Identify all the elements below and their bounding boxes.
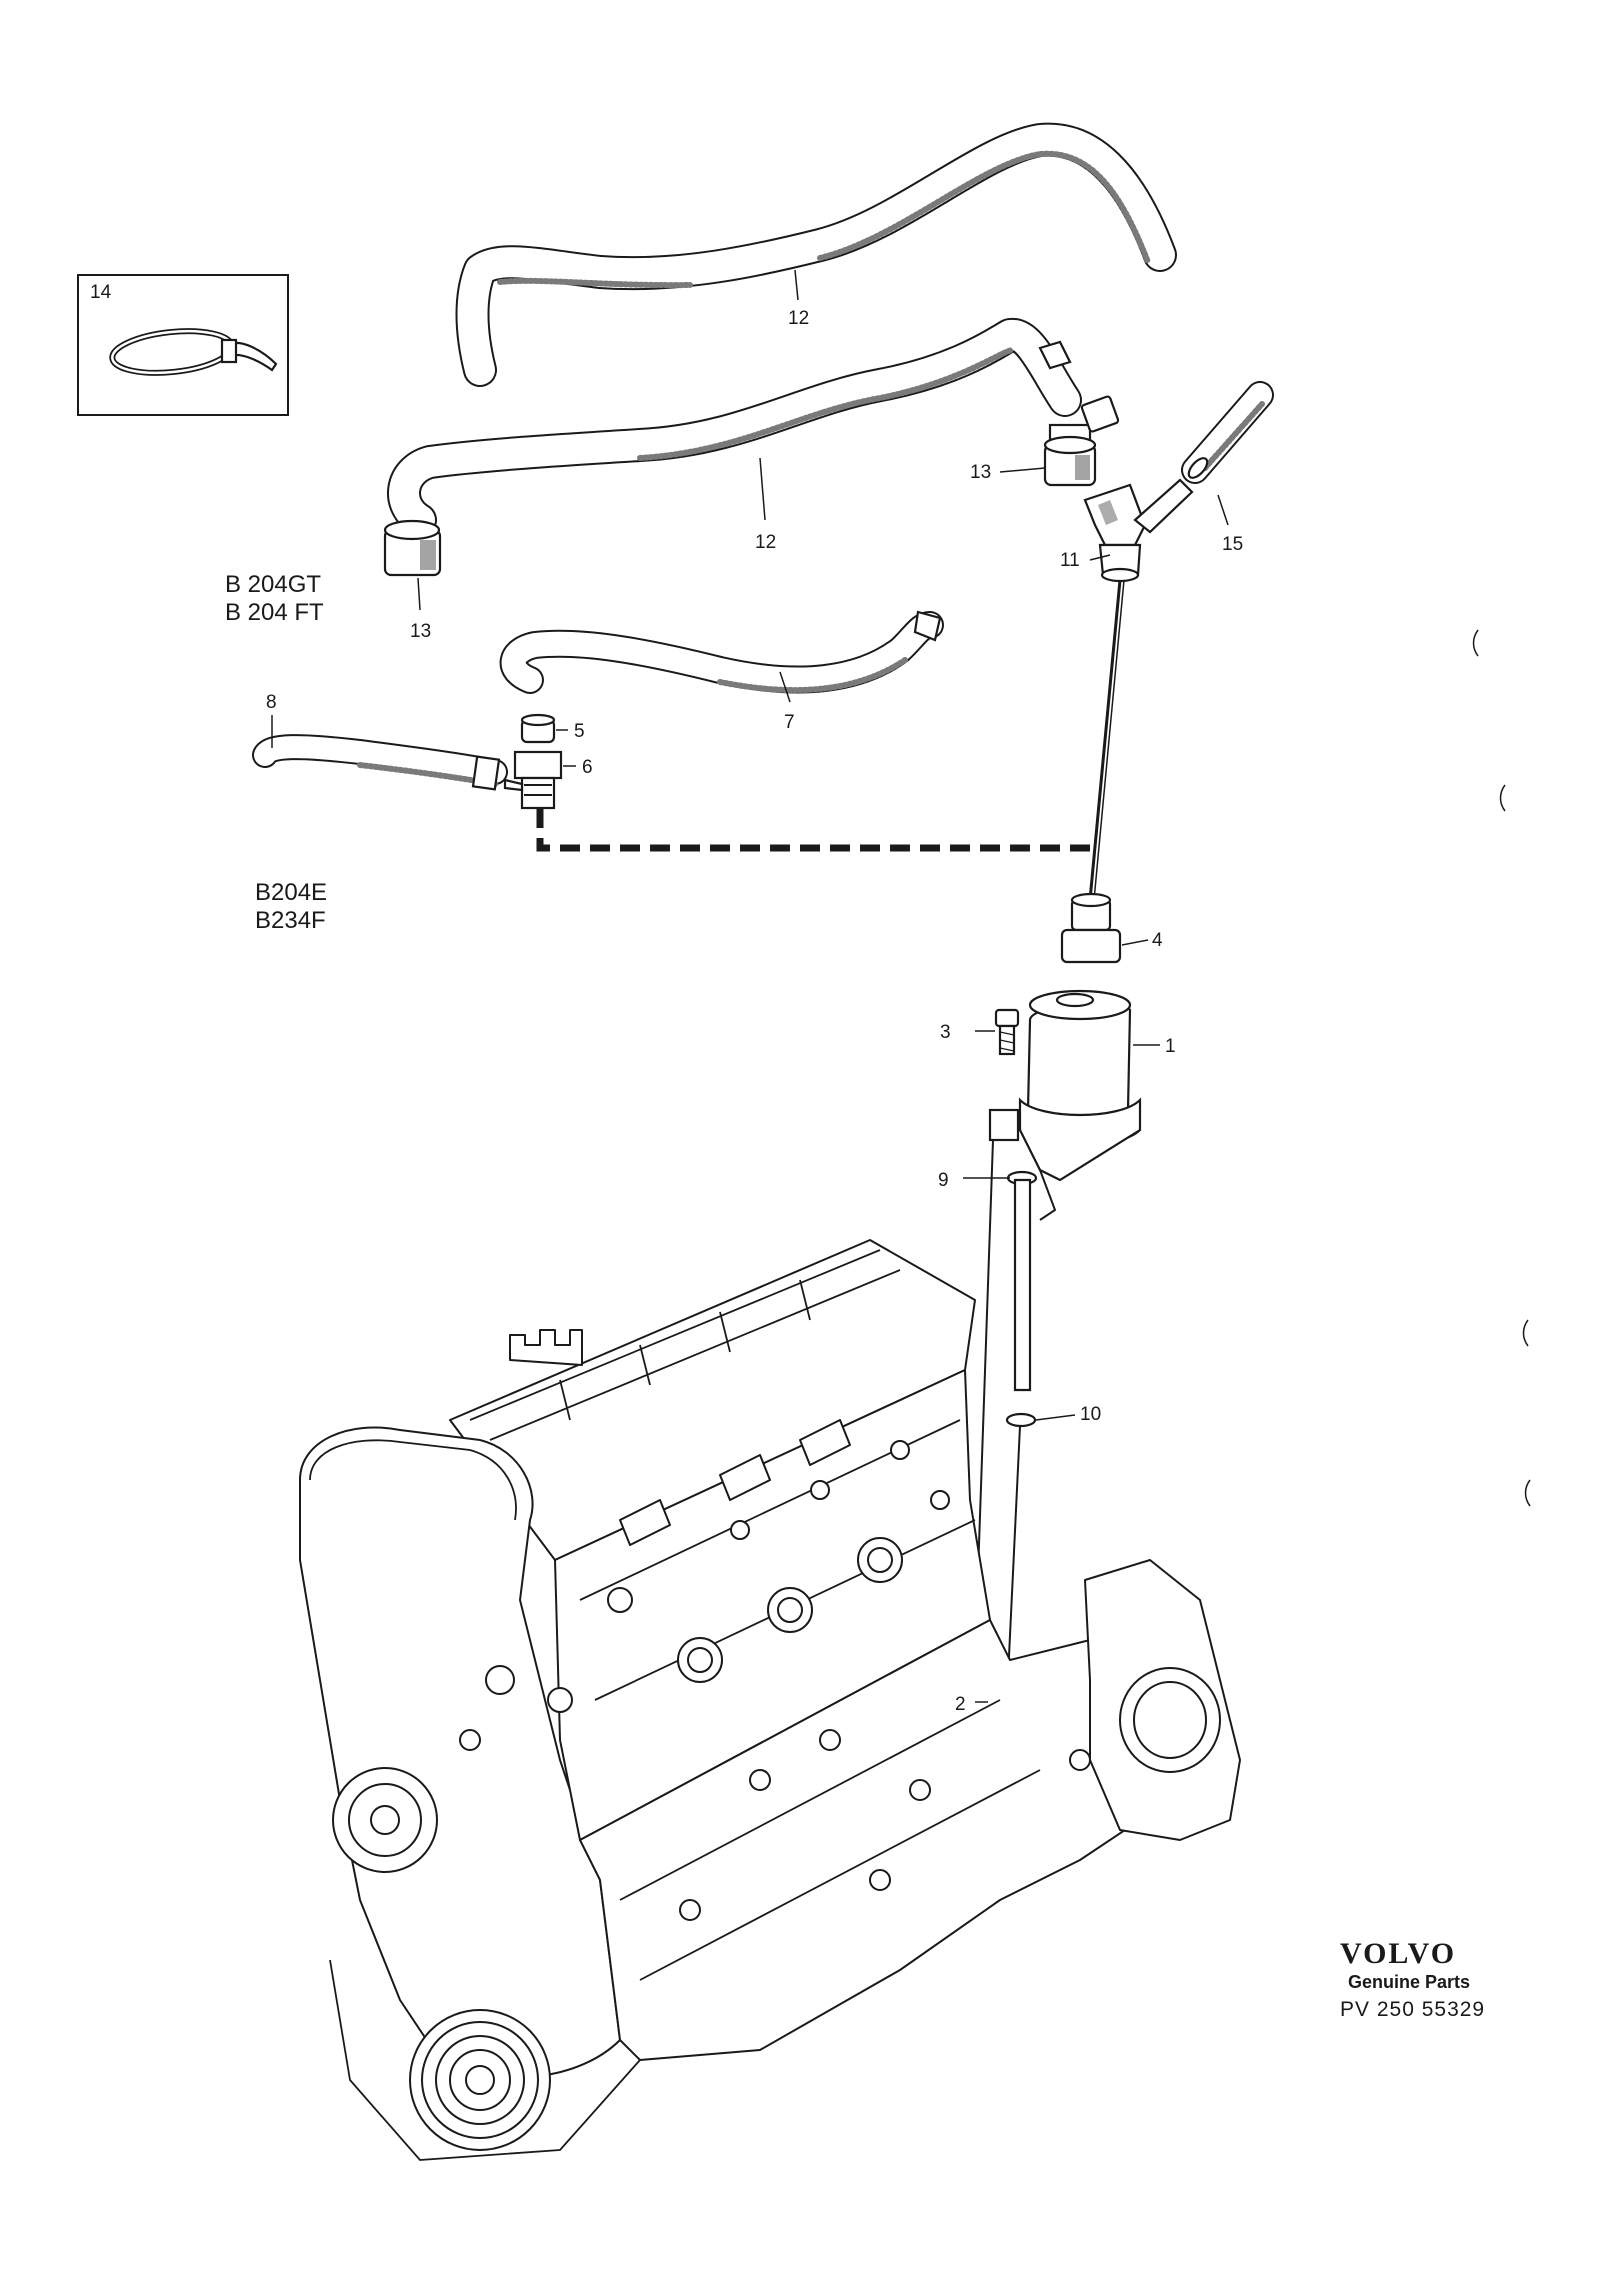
valve-6 bbox=[503, 750, 563, 810]
callout-11: 11 bbox=[1060, 550, 1080, 571]
connector-4 bbox=[1060, 892, 1122, 964]
clamp-inset bbox=[77, 274, 289, 416]
callout-13-right: 13 bbox=[970, 462, 991, 483]
coupler-13-right bbox=[1043, 395, 1120, 487]
variant-e-line2: B234F bbox=[255, 907, 326, 934]
callout-10: 10 bbox=[1080, 1404, 1101, 1425]
bolt-3 bbox=[994, 1008, 1020, 1056]
callout-7: 7 bbox=[784, 712, 795, 733]
clamp-buckle bbox=[220, 338, 238, 364]
grommet-5 bbox=[520, 713, 556, 744]
variant-dashed-line bbox=[536, 808, 1090, 852]
hose-15 bbox=[1181, 381, 1274, 484]
variant-gt-line2: B 204 FT bbox=[225, 599, 324, 626]
callout-6: 6 bbox=[582, 757, 593, 778]
edge-mark bbox=[1472, 629, 1479, 657]
oring-10 bbox=[1005, 1412, 1037, 1428]
callout-2: 2 bbox=[955, 1694, 966, 1715]
callout-1: 1 bbox=[1165, 1036, 1176, 1057]
callout-15: 15 bbox=[1222, 534, 1243, 555]
variant-gt-line1: B 204GT bbox=[225, 571, 321, 598]
callout-8: 8 bbox=[266, 692, 277, 713]
edge-mark bbox=[1524, 1479, 1531, 1507]
oil-trap-1 bbox=[988, 989, 1142, 1221]
callout-3: 3 bbox=[940, 1022, 951, 1043]
volvo-logo: VOLVO bbox=[1340, 1937, 1456, 1970]
valve-cover bbox=[449, 1239, 976, 1561]
part-number: PV 250 55329 bbox=[1340, 1998, 1485, 2021]
coupler-13-left bbox=[383, 519, 442, 577]
branch-connector-11 bbox=[1083, 478, 1194, 583]
inset-frame bbox=[77, 274, 289, 416]
leader-lines bbox=[271, 269, 1229, 1703]
callout-4: 4 bbox=[1152, 930, 1163, 951]
callout-14: 14 bbox=[90, 282, 112, 303]
engine-block-lower bbox=[579, 1619, 1171, 2061]
callout-12-middle: 12 bbox=[755, 532, 776, 553]
vent-pipe bbox=[1088, 579, 1122, 901]
edge-mark bbox=[1522, 1319, 1529, 1347]
variant-e-line1: B204E bbox=[255, 879, 327, 906]
callout-12-upper: 12 bbox=[788, 308, 809, 329]
engine-block bbox=[299, 1239, 1241, 2161]
callout-13-left: 13 bbox=[410, 621, 431, 642]
hose-7 bbox=[499, 610, 944, 694]
brand-subtitle: Genuine Parts bbox=[1348, 1972, 1470, 1992]
callout-5: 5 bbox=[574, 721, 585, 742]
edge-mark bbox=[1499, 784, 1506, 812]
hose-12-upper bbox=[455, 122, 1177, 387]
clamp-tab bbox=[226, 341, 278, 372]
callout-9: 9 bbox=[938, 1170, 949, 1191]
hose-12-middle bbox=[387, 318, 1082, 537]
hose-8 bbox=[252, 734, 508, 791]
